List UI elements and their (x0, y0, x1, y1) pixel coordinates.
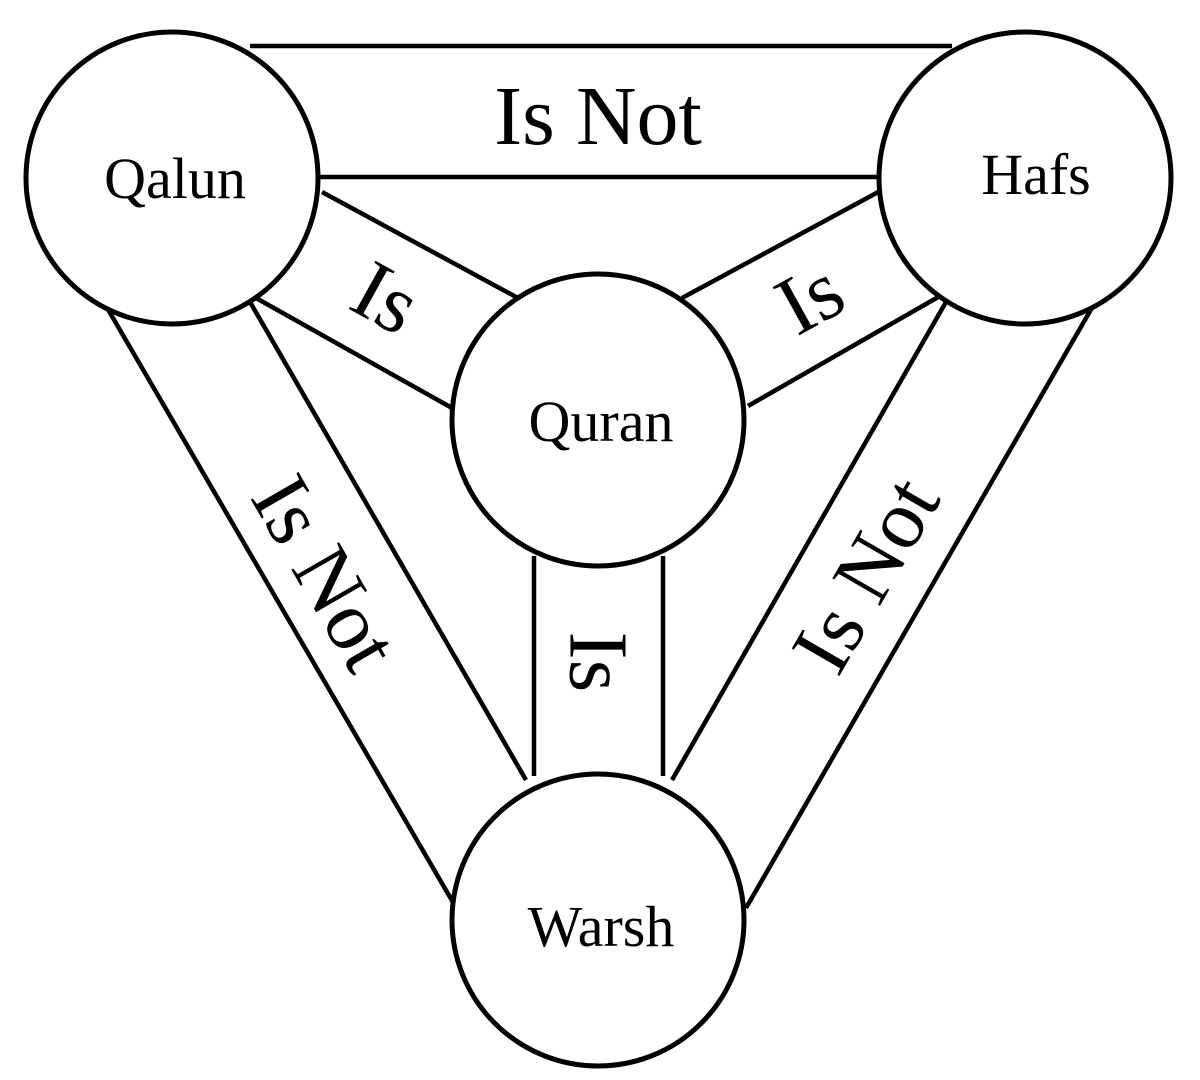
label-hafs-warsh: Is Not (774, 462, 958, 688)
label-hafs-quran: Is (761, 243, 859, 354)
band-qalun-warsh (104, 300, 528, 906)
node-hafs: Hafs (876, 29, 1174, 327)
node-label-qalun: Qalun (104, 146, 246, 211)
label-qalun-quran: Is (337, 243, 435, 354)
node-label-quran: Quran (529, 389, 674, 454)
node-qalun: Qalun (23, 29, 321, 327)
node-warsh: Warsh (449, 771, 747, 1069)
node-label-hafs: Hafs (981, 142, 1091, 207)
node-label-warsh: Warsh (528, 894, 675, 959)
band-hafs-warsh (670, 300, 1095, 910)
label-qalun-hafs: Is Not (494, 70, 702, 163)
band-qalun-hafs (250, 43, 952, 180)
band-warsh-quran (531, 556, 666, 776)
label-warsh-quran: Is (552, 632, 645, 693)
band-qalun-quran (254, 190, 520, 410)
band-hafs-quran (680, 188, 942, 408)
node-quran: Quran (449, 271, 747, 569)
